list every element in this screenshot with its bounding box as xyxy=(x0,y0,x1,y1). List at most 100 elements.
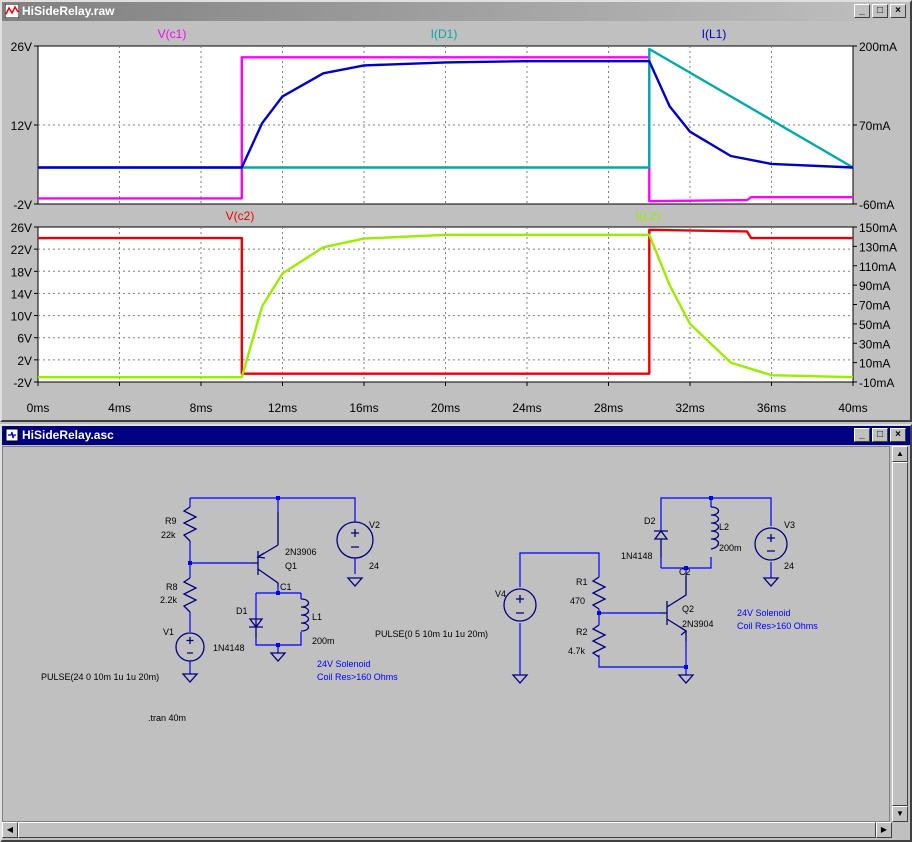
waveform-app-icon xyxy=(5,4,19,18)
close-button[interactable]: × xyxy=(890,4,906,18)
minimize-button[interactable]: _ xyxy=(854,428,870,442)
trace-label-il2: I(L2) xyxy=(636,209,661,223)
minimize-button[interactable]: _ xyxy=(854,4,870,18)
label-v4-pulse: PULSE(0 5 10m 1u 1u 20m) xyxy=(375,629,488,639)
ground-symbol xyxy=(181,673,199,683)
l2-inductor xyxy=(710,506,720,550)
right-tick-label: 30mA xyxy=(859,337,890,351)
comment-coil-res-1: Coil Res>160 Ohms xyxy=(317,672,398,682)
label-r1: R1 xyxy=(576,577,588,587)
right-tick-label: 110mA xyxy=(859,260,896,274)
right-tick-label: 10mA xyxy=(859,357,890,371)
schematic-labels: R9 22k 2N3906 Q1 R8 2.2k V1 PULSE(24 0 1… xyxy=(41,516,795,723)
left-tick-label: -2V xyxy=(13,376,32,390)
label-l1: L1 xyxy=(312,612,322,622)
label-v3: V3 xyxy=(784,520,795,530)
scroll-right-arrow-icon[interactable]: ▶ xyxy=(876,822,892,838)
close-button[interactable]: × xyxy=(890,428,906,442)
components xyxy=(175,506,788,684)
schematic-comments: 24V Solenoid Coil Res>160 Ohms 24V Solen… xyxy=(317,608,818,682)
plot-pane-0 xyxy=(37,45,854,205)
right-tick-label: 130mA xyxy=(859,240,897,254)
maximize-button[interactable]: □ xyxy=(872,428,888,442)
scroll-thumb[interactable] xyxy=(892,462,908,806)
right-tick-label: 90mA xyxy=(859,279,890,293)
x-tick-label: 36ms xyxy=(757,401,786,415)
left-tick-label: -2V xyxy=(13,198,32,212)
schematic-window: HiSideRelay.asc _ □ × xyxy=(0,424,912,842)
label-r8-value: 2.2k xyxy=(160,595,178,605)
waveform-title-bar[interactable]: HiSideRelay.raw _ □ × xyxy=(2,2,910,21)
x-tick-label: 12ms xyxy=(268,401,297,415)
label-c1: C1 xyxy=(280,582,292,592)
label-d1: D1 xyxy=(236,606,248,616)
scroll-thumb[interactable] xyxy=(18,822,876,838)
v1-source xyxy=(175,632,205,662)
right-tick-label: 200mA xyxy=(859,40,897,54)
x-tick-label: 40ms xyxy=(838,401,867,415)
label-q1: Q1 xyxy=(285,561,297,571)
horizontal-scrollbar[interactable]: ◀ ▶ xyxy=(2,822,892,838)
schematic-drawing: R9 22k 2N3906 Q1 R8 2.2k V1 PULSE(24 0 1… xyxy=(41,496,818,723)
ground-symbol xyxy=(511,674,529,684)
scroll-down-arrow-icon[interactable]: ▼ xyxy=(892,806,908,822)
x-tick-label: 16ms xyxy=(349,401,378,415)
label-v4: V4 xyxy=(495,589,506,599)
scroll-up-arrow-icon[interactable]: ▲ xyxy=(892,446,908,462)
label-d2-model: 1N4148 xyxy=(621,551,653,561)
vertical-scrollbar[interactable]: ▲ ▼ xyxy=(892,446,908,822)
d1-diode xyxy=(248,618,264,638)
label-l2: L2 xyxy=(719,522,729,532)
series-line-vc2 xyxy=(38,228,853,375)
maximize-button[interactable]: □ xyxy=(872,4,888,18)
left-tick-label: 12V xyxy=(11,119,32,133)
label-q2: Q2 xyxy=(682,604,694,614)
d2-diode xyxy=(653,529,669,557)
q1-transistor xyxy=(251,512,279,587)
label-l1-value: 200m xyxy=(312,636,335,646)
right-tick-label: 70mA xyxy=(859,299,890,313)
waveform-plot[interactable]: 26V12V-2V200mA70mA-60mAV(c1)I(D1)I(L1)26… xyxy=(2,22,910,420)
junctions xyxy=(188,496,713,669)
v3-source xyxy=(754,527,788,561)
ground-symbol xyxy=(762,577,780,587)
x-tick-label: 20ms xyxy=(431,401,460,415)
trace-label-vc2: V(c2) xyxy=(226,209,255,223)
label-r1-value: 470 xyxy=(570,596,585,606)
v2-source xyxy=(336,521,374,559)
schematic-app-icon xyxy=(5,428,19,442)
right-tick-label: 70mA xyxy=(859,119,890,133)
waveform-window: HiSideRelay.raw _ □ × 26V 12V -2V 200mA 70mA… xyxy=(0,0,912,422)
left-tick-label: 26V xyxy=(11,221,32,235)
schematic-canvas[interactable]: R9 22k 2N3906 Q1 R8 2.2k V1 PULSE(24 0 1… xyxy=(2,446,890,822)
comment-coil-res-2: Coil Res>160 Ohms xyxy=(737,621,818,631)
x-tick-label: 28ms xyxy=(594,401,623,415)
comment-solenoid-2: 24V Solenoid xyxy=(737,608,791,618)
label-r9: R9 xyxy=(165,516,177,526)
left-tick-label: 26V xyxy=(11,40,32,54)
right-tick-label: 150mA xyxy=(859,221,897,235)
label-tran: .tran 40m xyxy=(148,713,186,723)
r8-resistor xyxy=(182,577,198,613)
schematic-title-bar[interactable]: HiSideRelay.asc _ □ × xyxy=(2,426,910,445)
label-l2-value: 200m xyxy=(719,543,742,553)
label-c2: C2 xyxy=(679,567,691,577)
label-v1: V1 xyxy=(163,627,174,637)
label-d2: D2 xyxy=(644,516,656,526)
label-q2-model: 2N3904 xyxy=(682,619,714,629)
r1-resistor xyxy=(591,576,607,610)
right-tick-label: 50mA xyxy=(859,318,890,332)
r2-resistor xyxy=(591,624,607,658)
label-r8: R8 xyxy=(166,582,178,592)
x-tick-label: 0ms xyxy=(27,401,50,415)
series-line-id1 xyxy=(38,47,854,169)
r9-resistor xyxy=(182,506,198,542)
q2-transistor xyxy=(660,576,687,641)
l1-inductor xyxy=(300,598,310,632)
series-line-il1 xyxy=(38,60,854,169)
label-v2-value: 24 xyxy=(369,561,379,571)
ground-symbol xyxy=(346,577,364,587)
scroll-left-arrow-icon[interactable]: ◀ xyxy=(2,822,18,838)
ground-symbol xyxy=(269,652,287,662)
label-v1-pulse: PULSE(24 0 10m 1u 1u 20m) xyxy=(41,672,159,682)
